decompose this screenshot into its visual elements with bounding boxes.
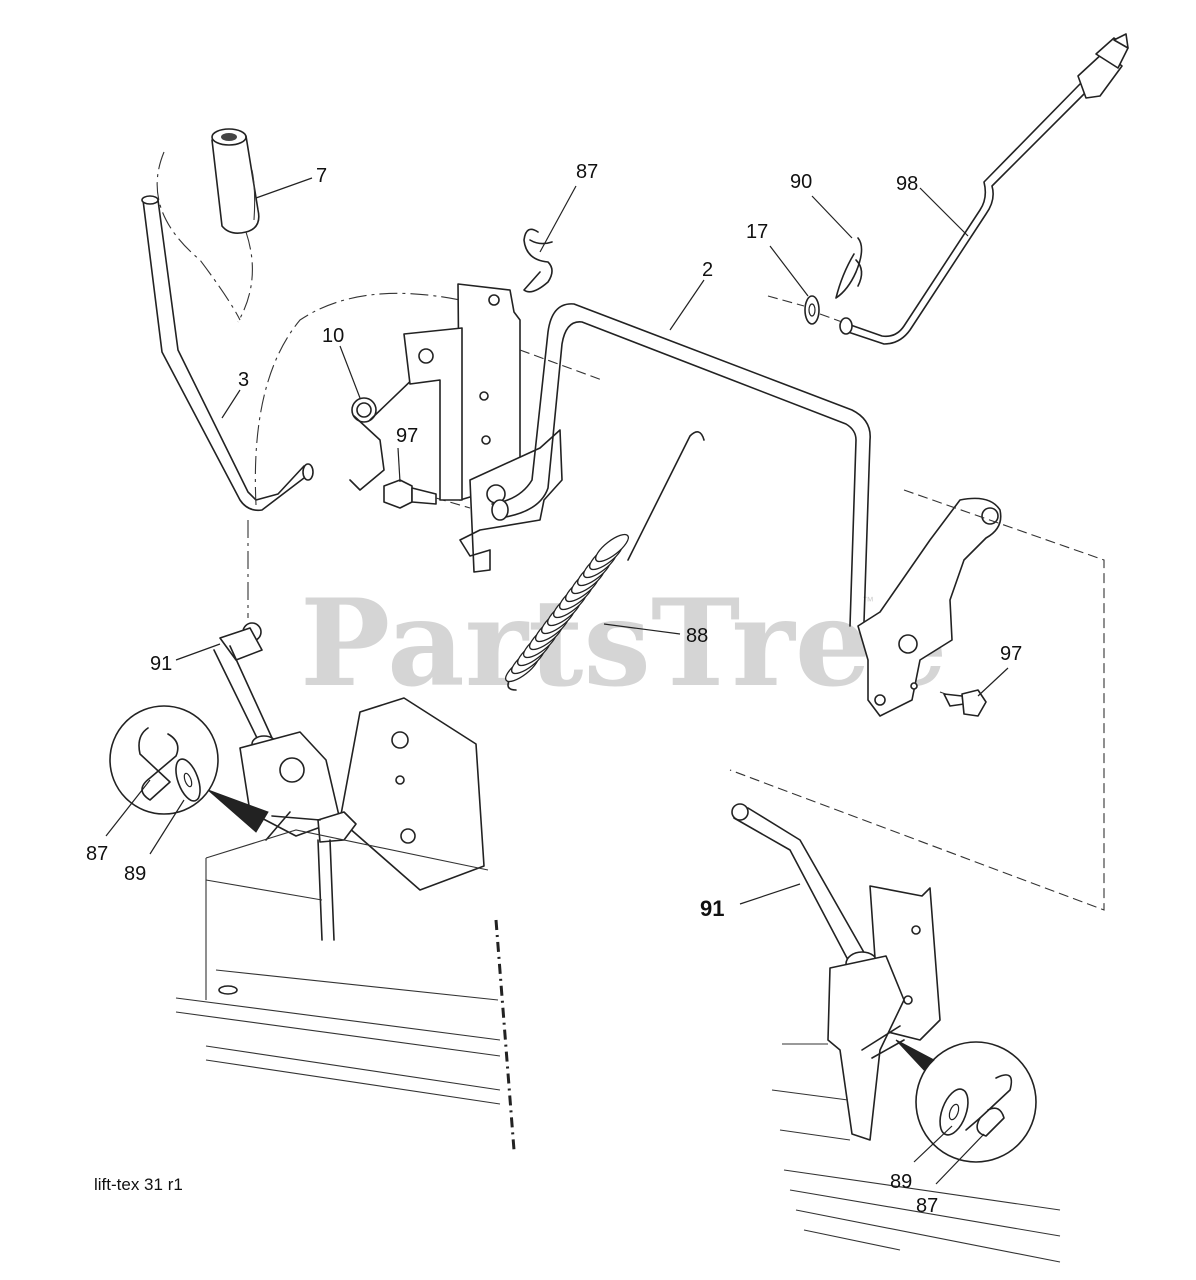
lift-shaft	[491, 303, 871, 627]
callout-91-left: 91	[150, 653, 172, 675]
callout-87-left: 87	[86, 843, 108, 865]
washer-icon	[767, 295, 843, 325]
callout-97-left: 97	[396, 425, 418, 447]
lift-handle-rod	[141, 195, 314, 512]
callout-90: 90	[790, 171, 812, 193]
axle-bracket-right	[827, 885, 941, 1141]
grip-install-path-2	[237, 231, 253, 323]
callout-7: 7	[316, 165, 327, 187]
grip-install-path	[156, 151, 241, 321]
frame-panel-left	[175, 829, 516, 1151]
axle-bracket-left	[239, 697, 485, 941]
pivot-bracket	[403, 283, 603, 573]
lift-arm-bracket-right	[729, 489, 1105, 911]
torsion-spring-icon	[349, 371, 421, 491]
callout-98: 98	[896, 173, 918, 195]
detail-magnifier-left	[109, 705, 269, 833]
extension-spring-icon	[505, 431, 705, 691]
callout-97-right: 97	[1000, 643, 1022, 665]
callout-2: 2	[702, 259, 713, 281]
diagram-caption: lift-tex 31 r1	[94, 1175, 183, 1194]
callout-labels: 7 87 90 98 17 2 10 3 97 88 97 91 87 89 9…	[86, 161, 1022, 1217]
handle-grip-icon	[211, 128, 260, 234]
leader-lines	[105, 177, 1009, 1185]
shoulder-bolt-icon-right	[943, 689, 987, 717]
callout-89-right: 89	[890, 1171, 912, 1193]
lift-link-right	[731, 803, 879, 977]
spring-coil	[595, 533, 629, 563]
callout-17: 17	[746, 221, 768, 243]
frame-panel-right	[771, 1043, 1061, 1263]
hairpin-clip-icon	[523, 228, 553, 293]
callout-89-left: 89	[124, 863, 146, 885]
callout-88: 88	[686, 625, 708, 647]
callout-10: 10	[322, 325, 344, 347]
callout-91-right: 91	[700, 896, 724, 921]
callout-87-right: 87	[916, 1195, 938, 1217]
hairpin-clip-icon-90	[835, 237, 863, 299]
detail-magnifier-right	[895, 1039, 1037, 1163]
assembly-path-top	[254, 292, 461, 506]
callout-3: 3	[238, 369, 249, 391]
deck-lift-rod	[839, 33, 1129, 345]
watermark-text: PartsTree	[300, 573, 947, 714]
callout-87-top: 87	[576, 161, 598, 183]
shoulder-bolt-icon	[383, 479, 471, 509]
lift-link-left	[213, 622, 277, 753]
